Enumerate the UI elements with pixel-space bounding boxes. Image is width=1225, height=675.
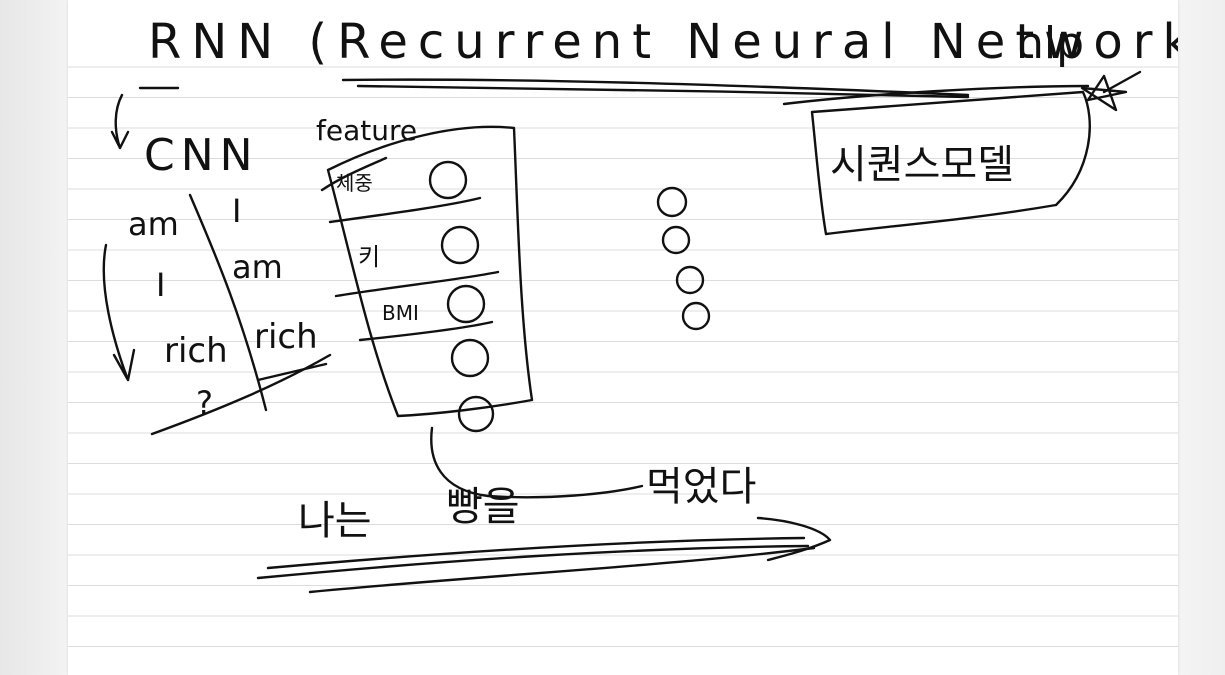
title-text: RNN (Recurrent Neural Network) bbox=[148, 14, 1178, 70]
feature-row-height: 키 bbox=[358, 243, 380, 271]
word-col1-r1: am bbox=[128, 205, 179, 243]
mid-circle-1 bbox=[656, 186, 688, 218]
sentence-arrow-head bbox=[756, 516, 832, 562]
sentence-arrow-tail bbox=[308, 546, 816, 594]
sentence-word-1: 나는 bbox=[298, 498, 372, 544]
question-mark: ? bbox=[196, 384, 213, 422]
notebook-page[interactable]: RNN (Recurrent Neural Network) nlp CNN 시… bbox=[68, 0, 1178, 675]
ruled-lines bbox=[68, 66, 1178, 647]
node-circle-2 bbox=[440, 225, 480, 265]
col-underline bbox=[150, 353, 332, 436]
feature-box bbox=[326, 125, 534, 418]
node-circle-3 bbox=[446, 284, 486, 324]
title-suffix-text: nlp bbox=[1016, 18, 1084, 69]
feature-row-bmi: BMI bbox=[382, 301, 419, 325]
sentence-word-2: 빵을 bbox=[446, 484, 520, 530]
star-icon bbox=[1080, 74, 1128, 112]
star-stroke bbox=[1102, 70, 1142, 94]
node-circle-1 bbox=[428, 160, 468, 200]
node-circle-4 bbox=[450, 338, 490, 378]
node-circle-5 bbox=[457, 395, 495, 433]
feature-divider-1 bbox=[328, 196, 482, 224]
column-divider bbox=[188, 193, 268, 412]
right-margin bbox=[1178, 0, 1225, 675]
title-underline bbox=[341, 78, 970, 97]
word-col1-r2: I bbox=[156, 266, 165, 304]
mid-circle-4 bbox=[681, 301, 711, 331]
word-col2-r2: am bbox=[232, 248, 283, 286]
strike-through bbox=[320, 156, 388, 192]
mid-circle-3 bbox=[675, 265, 705, 295]
word-col1-r3: rich bbox=[164, 331, 228, 371]
word-col2-r3: rich bbox=[254, 317, 318, 357]
sequence-box-outline bbox=[810, 90, 1091, 236]
handwriting-layer: RNN (Recurrent Neural Network) nlp CNN 시… bbox=[102, 14, 1178, 594]
long-down-arrow bbox=[102, 243, 136, 382]
down-arrow-small bbox=[110, 93, 130, 150]
sentence-word-3: 먹었다 bbox=[646, 464, 756, 510]
feature-divider-2 bbox=[334, 270, 500, 298]
left-margin bbox=[0, 0, 68, 675]
mid-circle-2 bbox=[661, 225, 691, 255]
title-rule bbox=[782, 84, 1090, 106]
cnn-label: CNN bbox=[144, 130, 259, 181]
col-underline-2 bbox=[256, 362, 328, 382]
sequence-box-label: 시퀀스모델 bbox=[830, 142, 1014, 188]
feature-divider-3 bbox=[358, 320, 494, 342]
feature-row-weight: 체중 bbox=[336, 171, 373, 195]
connector-line bbox=[430, 426, 644, 499]
sentence-arrow bbox=[256, 536, 810, 580]
word-col2-r1: I bbox=[232, 192, 241, 230]
